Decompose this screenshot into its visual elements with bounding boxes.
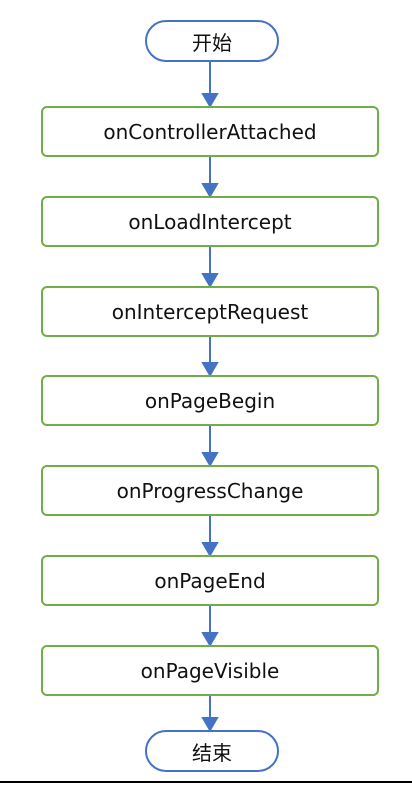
arrow-step-2-to-step-3: [201, 247, 219, 288]
start-node: 开始: [145, 20, 279, 62]
arrow-step-7-to-end: [201, 696, 219, 732]
arrow-step-3-to-step-4: [201, 337, 219, 377]
arrow-step-5-to-step-6: [201, 516, 219, 557]
arrow-step-6-to-step-7: [201, 606, 219, 647]
step-on-load-intercept: onLoadIntercept: [41, 196, 379, 247]
step-on-intercept-request: onInterceptRequest: [41, 286, 379, 337]
step-on-page-end: onPageEnd: [41, 555, 379, 606]
arrow-start-to-step-1: [201, 62, 219, 108]
arrow-step-4-to-step-5: [201, 426, 219, 467]
step-on-progress-change: onProgressChange: [41, 465, 379, 516]
step-on-controller-attached: onControllerAttached: [41, 106, 379, 157]
end-node: 结束: [145, 730, 279, 772]
arrow-step-1-to-step-2: [201, 157, 219, 198]
bottom-divider: [0, 781, 412, 783]
step-on-page-begin: onPageBegin: [41, 375, 379, 426]
step-on-page-visible: onPageVisible: [41, 645, 379, 696]
